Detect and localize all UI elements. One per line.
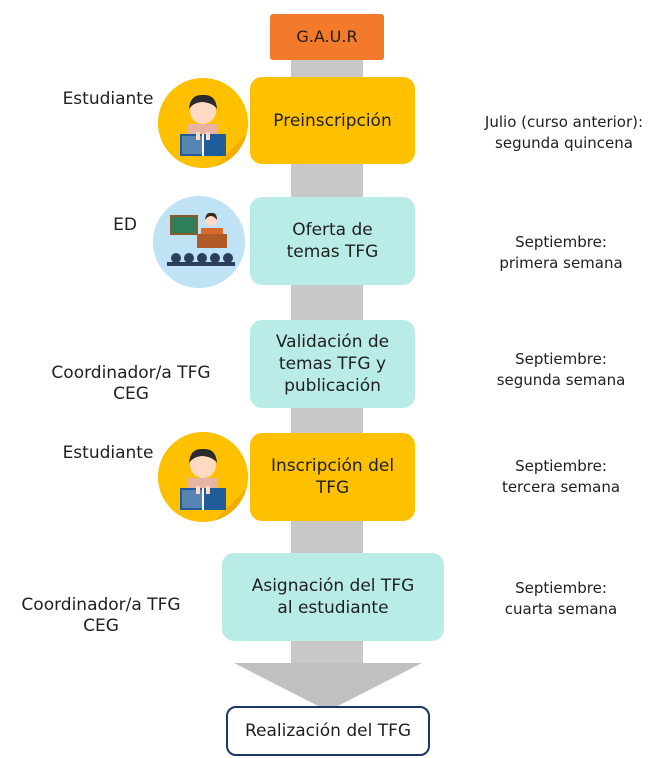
step-4-inscripcion-box: Inscripción del TFG	[250, 433, 415, 521]
step-5-timing-text: Septiembre: cuarta semana	[504, 579, 618, 618]
step-4-timing-text: Septiembre: tercera semana	[501, 457, 621, 496]
step-1-preinscripcion-box: Preinscripción	[250, 77, 415, 164]
flow-arrowhead	[234, 663, 422, 711]
step-3-timing: Septiembre: segunda semana	[492, 349, 630, 391]
step-2-actor: ED	[113, 215, 137, 235]
gaur-header-box: G.A.U.R	[270, 14, 384, 60]
step-5-asignacion-box: Asignación del TFG al estudiante	[222, 553, 444, 641]
final-realizacion-box: Realización del TFG	[226, 706, 430, 756]
step-5-actor-text: Coordinador/a TFG CEG	[21, 595, 181, 636]
step-2-timing: Septiembre: primera semana	[492, 232, 630, 274]
step-5-actor: Coordinador/a TFG CEG	[6, 574, 196, 637]
step-2-timing-text: Septiembre: primera semana	[499, 233, 623, 272]
step-1-timing-text: Julio (curso anterior): segunda quincena	[484, 113, 644, 152]
student-reading-icon	[158, 432, 248, 522]
step-2-oferta-box: Oferta de temas TFG	[250, 197, 415, 285]
step-4-actor: Estudiante	[62, 443, 154, 463]
step-1-actor: Estudiante	[62, 89, 154, 109]
step-3-timing-text: Septiembre: segunda semana	[496, 350, 626, 389]
step-5-timing: Septiembre: cuarta semana	[492, 578, 630, 620]
step-3-actor: Coordinador/a TFG CEG	[36, 342, 226, 405]
step-4-timing: Septiembre: tercera semana	[492, 456, 630, 498]
step-1-timing: Julio (curso anterior): segunda quincena	[473, 112, 655, 154]
step-3-actor-text: Coordinador/a TFG CEG	[51, 363, 211, 404]
teacher-classroom-icon	[153, 196, 245, 288]
student-reading-icon	[158, 78, 248, 168]
step-3-validacion-box: Validación de temas TFG y publicación	[250, 320, 415, 408]
